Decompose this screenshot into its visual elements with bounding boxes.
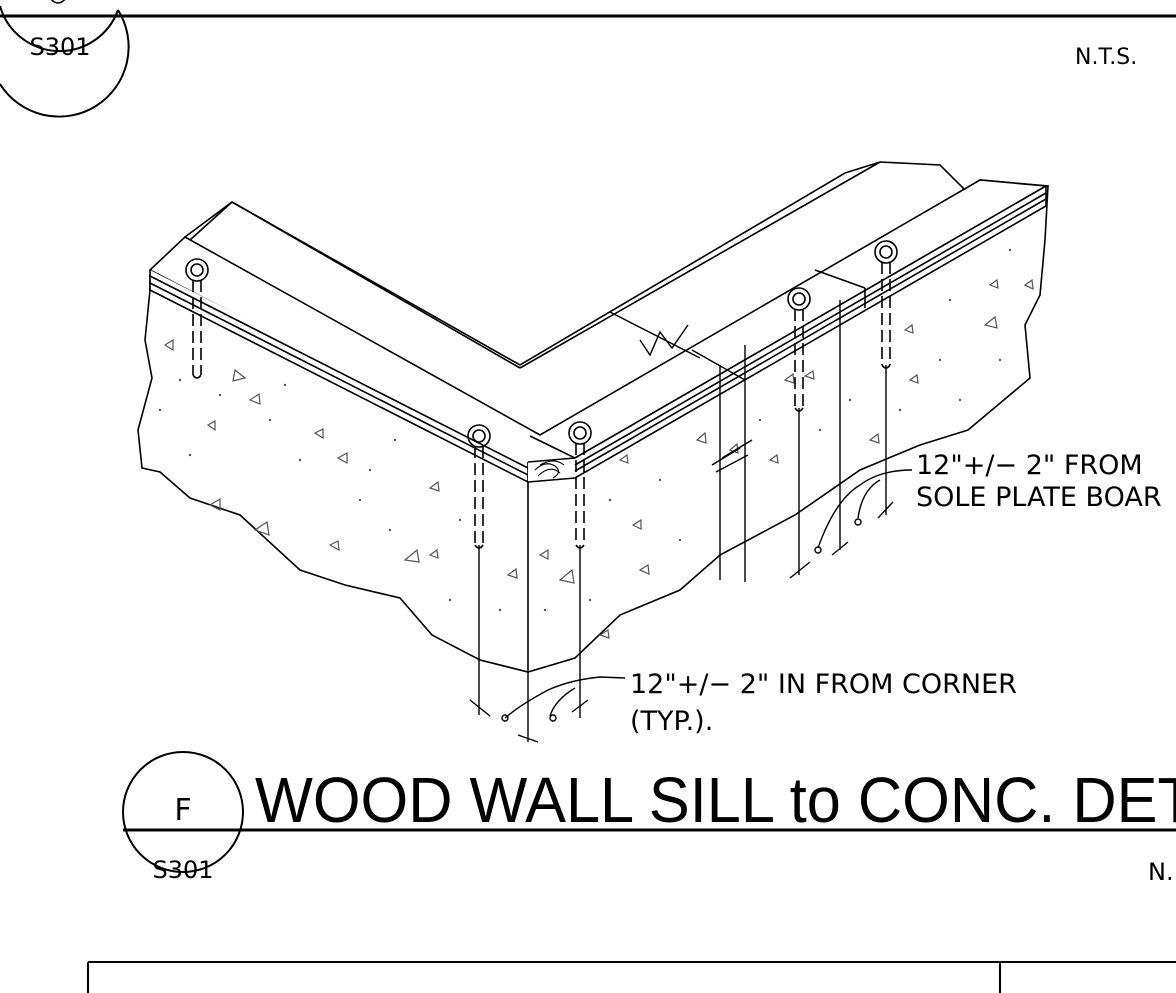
anchor-bolt-4 bbox=[787, 287, 811, 412]
concrete-stipple bbox=[158, 248, 1012, 612]
break-lines bbox=[609, 311, 753, 582]
side-break-zigzag bbox=[711, 439, 753, 473]
corner-leader-2 bbox=[549, 687, 576, 717]
sole-plate-leader-dot-2 bbox=[854, 518, 862, 526]
top-scale-note: N.T.S. bbox=[1075, 45, 1137, 70]
corner-leader bbox=[504, 676, 626, 719]
sill-board-joint bbox=[814, 269, 866, 289]
corner-leader-dot bbox=[501, 714, 509, 722]
corner-note-line2: (TYP.). bbox=[630, 706, 713, 737]
anchor-bolt-3 bbox=[568, 421, 592, 549]
dim-tick-6 bbox=[877, 501, 894, 519]
top-break-zigzag bbox=[639, 324, 689, 357]
sill-plate bbox=[148, 161, 1049, 484]
detail-callout-circle bbox=[122, 751, 244, 873]
top-callout-circle bbox=[0, 5, 119, 53]
sole-plate-leader bbox=[817, 469, 913, 549]
concrete-aggregate bbox=[163, 278, 1034, 639]
corner-note-line1: 12"+/− 2" IN FROM CORNER bbox=[630, 669, 1017, 700]
dim-tick-4 bbox=[789, 561, 811, 579]
top-callout-sheet: S301 bbox=[29, 33, 90, 61]
dim-tick-3 bbox=[571, 699, 589, 713]
top-break-leader-2 bbox=[691, 349, 746, 381]
sill-end-grain-2 bbox=[539, 460, 565, 466]
sill-plate-right-edge bbox=[527, 184, 1047, 483]
sole-plate-note-line2: SOLE PLATE BOAR bbox=[916, 482, 1162, 513]
sill-plate-left-line bbox=[149, 275, 529, 469]
dim-tick-5 bbox=[831, 541, 849, 556]
top-callout-letter-fragment bbox=[50, 0, 66, 4]
sole-plate-leader-dot bbox=[814, 546, 822, 554]
anchor-bolts bbox=[185, 240, 898, 549]
dim-tick-1 bbox=[469, 699, 491, 717]
sole-plate-leader-2 bbox=[857, 479, 881, 519]
dimensions bbox=[469, 300, 913, 743]
sill-plate-right-line bbox=[574, 192, 1047, 466]
sill-back-left bbox=[184, 201, 233, 238]
bottom-border bbox=[87, 961, 1176, 993]
sill-corner-joint bbox=[529, 435, 576, 459]
top-detail-callout: S301 N.T.S. bbox=[0, 0, 1176, 118]
detail-title-block: F S301 WOOD WALL SILL to CONC. DET N. bbox=[122, 751, 1176, 886]
sole-plate-note-line1: 12"+/− 2" FROM bbox=[916, 450, 1143, 481]
detail-sheet: S301 bbox=[152, 856, 213, 884]
sill-back-inner-right bbox=[519, 161, 881, 369]
sill-back-inner-left bbox=[231, 201, 521, 369]
detail-scale-note: N. bbox=[1148, 858, 1174, 886]
sill-plate-left-line2 bbox=[149, 282, 529, 476]
corner-leader-dot-2 bbox=[549, 714, 557, 722]
dim-tick-2 bbox=[517, 734, 539, 743]
top-callout-circle-lower bbox=[0, 9, 130, 118]
sill-plate-right-line2 bbox=[574, 198, 1047, 472]
notes: 12"+/− 2" FROM SOLE PLATE BOAR 12"+/− 2"… bbox=[630, 450, 1162, 737]
top-break-leader bbox=[609, 311, 701, 359]
detail-letter: F bbox=[174, 793, 191, 828]
detail-title: WOOD WALL SILL to CONC. DET bbox=[255, 764, 1176, 836]
anchor-bolt-1 bbox=[185, 258, 209, 379]
sill-end-grain bbox=[534, 463, 561, 479]
